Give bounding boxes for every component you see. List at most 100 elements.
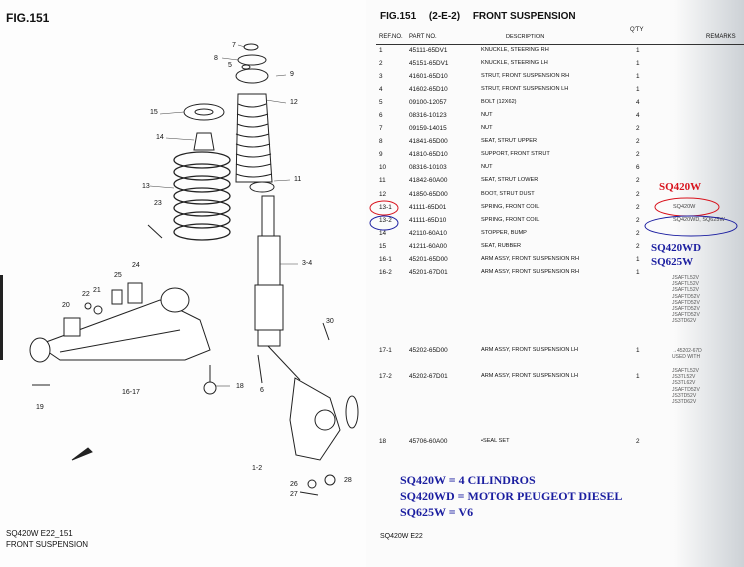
row-part-no: 41841-65D00 [409, 138, 448, 146]
row-ref: 14 [379, 229, 387, 237]
callout-9: 9 [290, 71, 294, 78]
row-ref: 16-1 [379, 255, 392, 263]
row-qty: 2 [636, 203, 640, 211]
row-description: SPRING, FRONT COIL [481, 203, 540, 210]
row-qty: 1 [636, 60, 640, 68]
parts-list-page [366, 0, 744, 567]
col-qty-header: Q'TY [630, 27, 644, 33]
bolt-23-drawing [147, 224, 163, 239]
row-qty: 2 [636, 216, 640, 224]
header-code: (2-E-2) [428, 11, 461, 22]
row-description: NUT [481, 125, 493, 132]
row-qty: 1 [636, 268, 640, 276]
header-fig: FIG.151 [380, 11, 417, 22]
row-qty: 2 [636, 151, 640, 159]
row-qty: 2 [636, 125, 640, 133]
row-ref: 18 [379, 438, 387, 446]
dust-boot-12-drawing [235, 93, 273, 183]
row-part-no: 42110-60A10 [409, 229, 447, 237]
callout-22: 22 [82, 291, 90, 298]
table-header-row: REF.NO. PART NO. DESCRIPTION Q'TY REMARK… [376, 26, 744, 45]
parts-list-header: FIG.151 (2-E-2) FRONT SUSPENSION [380, 11, 586, 22]
row-part-no: 41602-65D10 [409, 86, 448, 94]
seat-8-drawing [237, 54, 267, 66]
row-ref: 17-2 [379, 373, 392, 381]
row-qty: 2 [636, 229, 640, 237]
callout-14: 14 [156, 134, 164, 141]
row-ref: 16-2 [379, 268, 392, 276]
diagram-footer: SQ420W E22_151 FRONT SUSPENSION [6, 528, 88, 550]
row-part-no: 45201-65D00 [409, 255, 448, 263]
nut-7-drawing [243, 43, 259, 51]
cap-28-drawing [324, 474, 336, 486]
callout-5: 5 [228, 62, 232, 69]
row-ref: 13-2 [379, 216, 392, 224]
row-ref: 1 [379, 47, 383, 54]
washer-21-drawing [93, 305, 103, 315]
callout-19: 19 [36, 404, 44, 411]
model-legend: SQ420W = 4 CILINDROS SQ420WD = MOTOR PEU… [400, 472, 622, 520]
row-qty: 1 [636, 73, 640, 81]
row-part-no: 09100-12057 [409, 99, 447, 107]
row-ref: 12 [379, 190, 387, 198]
row-description: ARM ASSY, FRONT SUSPENSION RH [481, 255, 580, 262]
table-row: 14 42110-60A10 STOPPER, BUMP 2 [376, 228, 744, 241]
row-part-no: 45111-65DV1 [409, 47, 448, 54]
row-description: SEAT, RUBBER [481, 242, 521, 249]
callout-21: 21 [93, 287, 101, 294]
page-curl-shadow [674, 0, 744, 567]
coil-spring-13-drawing [173, 151, 231, 241]
callout-1-2: 1-2 [252, 465, 263, 472]
front-arrow-icon [71, 447, 93, 461]
row-ref: 4 [379, 86, 383, 94]
annotation-blue-sq420wd: SQ420WD [651, 242, 702, 254]
row-qty: 2 [636, 242, 640, 250]
legend-sq420w: SQ420W = 4 CILINDROS [400, 473, 536, 487]
row-description: ARM ASSY, FRONT SUSPENSION LH [481, 347, 579, 354]
callout-8: 8 [214, 55, 218, 62]
row-qty: 1 [636, 47, 640, 54]
row-ref: 9 [379, 151, 383, 159]
row-ref: 15 [379, 242, 387, 250]
row-ref: 11 [379, 177, 386, 185]
bushing-24-drawing [127, 282, 143, 304]
row-qty: 2 [636, 190, 640, 198]
col-desc-header: DESCRIPTION [506, 34, 545, 40]
row-description: STOPPER, BUMP [481, 229, 527, 236]
row-remarks: SQ420W [673, 203, 696, 210]
row-description: STRUT, FRONT SUSPENSION LH [481, 86, 569, 93]
washer-22-drawing [84, 302, 92, 310]
row-qty: 2 [636, 138, 640, 146]
nut-5-drawing [241, 64, 251, 70]
col-ref-header: REF.NO. [379, 34, 403, 40]
row-description: STRUT, FRONT SUSPENSION RH [481, 73, 570, 80]
seat-11-drawing [249, 181, 275, 193]
row-description: SEAT, STRUT LOWER [481, 177, 539, 184]
row-part-no: 41111-65D10 [409, 216, 447, 224]
callout-6: 6 [260, 387, 264, 394]
table-row [376, 423, 744, 436]
row-qty: 4 [636, 112, 640, 120]
parts-list-footer: SQ420W E22 [380, 533, 423, 540]
row-part-no: 45706-60A00 [409, 438, 448, 446]
remarks-16-2: JSAFTL52V JSAFTL52V JSAFTL52V JSAFTD52V … [672, 275, 700, 325]
table-row: 16-1 45201-65D00 ARM ASSY, FRONT SUSPENSIO… [376, 254, 744, 267]
row-part-no: 41850-65D00 [409, 190, 448, 198]
row-qty: 4 [636, 99, 640, 107]
annotation-blue-models: SQ420WD SQ625W [651, 241, 701, 269]
col-part-header: PART NO. [409, 34, 437, 40]
